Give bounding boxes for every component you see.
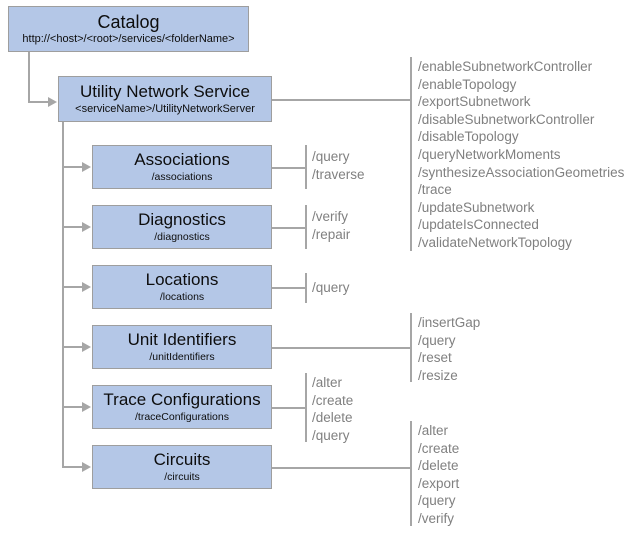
connector-trace-configurations-to-ops [272, 407, 306, 409]
connector-locations-to-ops [272, 287, 306, 289]
connector-associations-to-ops [272, 167, 306, 169]
connector-to-trace-configurations [62, 406, 84, 408]
node-circuits[interactable]: Circuits /circuits [92, 445, 272, 489]
tickbar-diagnostics-ops [305, 205, 307, 249]
connector-to-locations [62, 286, 84, 288]
node-associations-title: Associations [134, 150, 230, 169]
oplist-circuits: /alter /create /delete /export /query /v… [418, 422, 459, 528]
tickbar-locations-ops [305, 273, 307, 303]
arrow-to-associations [82, 162, 91, 172]
oplist-diagnostics: /verify /repair [312, 208, 350, 243]
operation-item: /query [312, 149, 350, 164]
arrow-to-unit-identifiers [82, 342, 91, 352]
operation-item: /query [312, 427, 350, 443]
operation-item: /disableSubnetworkController [418, 111, 595, 127]
connector-service-spine [62, 122, 64, 467]
node-circuits-title: Circuits [153, 450, 211, 469]
operation-item: /query [312, 280, 350, 295]
operation-item: /create [418, 440, 460, 456]
node-service-title: Utility Network Service [79, 82, 251, 101]
oplist-locations: /query [312, 279, 350, 297]
connector-to-associations [62, 166, 84, 168]
operation-item: /verify [312, 209, 349, 224]
operation-item: /traverse [312, 166, 365, 182]
node-trace-configurations[interactable]: Trace Configurations /traceConfiguration… [92, 385, 272, 429]
connector-to-diagnostics [62, 226, 84, 228]
tickbar-unit-identifiers-ops [410, 313, 412, 382]
operation-item: /export [418, 475, 460, 491]
connector-circuits-to-ops [272, 467, 411, 469]
operation-item: /query [418, 493, 456, 509]
operation-item: /resize [418, 367, 458, 383]
arrow-to-circuits [82, 462, 91, 472]
operation-item: /enableTopology [418, 76, 517, 92]
operation-item: /delete [312, 410, 353, 426]
node-catalog-path: http://<host>/<root>/services/<folderNam… [22, 33, 235, 45]
node-diagnostics-title: Diagnostics [138, 210, 226, 229]
connector-service-to-ops [272, 99, 411, 101]
connector-catalog-down [28, 52, 30, 102]
node-unit-identifiers-title: Unit Identifiers [127, 330, 237, 349]
arrow-to-locations [82, 282, 91, 292]
oplist-trace-configurations: /alter /create /delete /query [312, 374, 353, 444]
node-circuits-path: /circuits [164, 471, 200, 483]
node-locations-path: /locations [159, 291, 205, 303]
node-unit-identifiers[interactable]: Unit Identifiers /unitIdentifiers [92, 325, 272, 369]
operation-item: /reset [418, 350, 452, 366]
operation-item: /alter [418, 423, 449, 438]
connector-catalog-to-service [28, 101, 50, 103]
operation-item: /verify [418, 510, 455, 526]
operation-item: /validateNetworkTopology [418, 234, 572, 250]
operation-item: /updateSubnetwork [418, 199, 535, 215]
node-trace-configurations-path: /traceConfigurations [135, 411, 229, 423]
operation-item: /enableSubnetworkController [418, 59, 593, 74]
connector-to-circuits [62, 466, 84, 468]
arrow-catalog-to-service [48, 97, 57, 107]
oplist-unit-identifiers: /insertGap /query /reset /resize [418, 314, 480, 384]
operation-item: /create [312, 392, 354, 408]
operation-item: /repair [312, 226, 351, 242]
connector-to-unit-identifiers [62, 346, 84, 348]
node-catalog[interactable]: Catalog http://<host>/<root>/services/<f… [8, 6, 249, 52]
operation-item: /trace [418, 182, 452, 198]
tickbar-trace-configurations-ops [305, 373, 307, 442]
node-diagnostics[interactable]: Diagnostics /diagnostics [92, 205, 272, 249]
arrow-to-diagnostics [82, 222, 91, 232]
node-catalog-title: Catalog [97, 12, 160, 32]
operation-item: /query [418, 332, 456, 348]
node-locations-title: Locations [145, 270, 219, 289]
operation-item: /queryNetworkMoments [418, 146, 561, 162]
operation-item: /insertGap [418, 315, 481, 330]
node-associations[interactable]: Associations /associations [92, 145, 272, 189]
connector-diagnostics-to-ops [272, 227, 306, 229]
connector-unit-identifiers-to-ops [272, 347, 411, 349]
operation-item: /updateIsConnected [418, 217, 539, 233]
node-utility-network-service[interactable]: Utility Network Service <serviceName>/Ut… [58, 76, 272, 122]
operation-item: /delete [418, 458, 459, 474]
operation-item: /synthesizeAssociationGeometries [418, 164, 625, 180]
tickbar-service-ops [410, 57, 412, 251]
operation-item: /alter [312, 375, 343, 390]
tickbar-associations-ops [305, 145, 307, 189]
node-associations-path: /associations [151, 171, 213, 183]
node-unit-identifiers-path: /unitIdentifiers [149, 351, 215, 363]
oplist-service: /enableSubnetworkController /enableTopol… [418, 58, 624, 252]
arrow-to-trace-configurations [82, 402, 91, 412]
node-locations[interactable]: Locations /locations [92, 265, 272, 309]
node-trace-configurations-title: Trace Configurations [103, 390, 261, 409]
node-service-path: <serviceName>/UtilityNetworkServer [75, 103, 255, 115]
operation-item: /disableTopology [418, 129, 519, 145]
operation-item: /exportSubnetwork [418, 94, 531, 110]
node-diagnostics-path: /diagnostics [154, 231, 210, 243]
oplist-associations: /query /traverse [312, 148, 365, 183]
tickbar-circuits-ops [410, 421, 412, 526]
